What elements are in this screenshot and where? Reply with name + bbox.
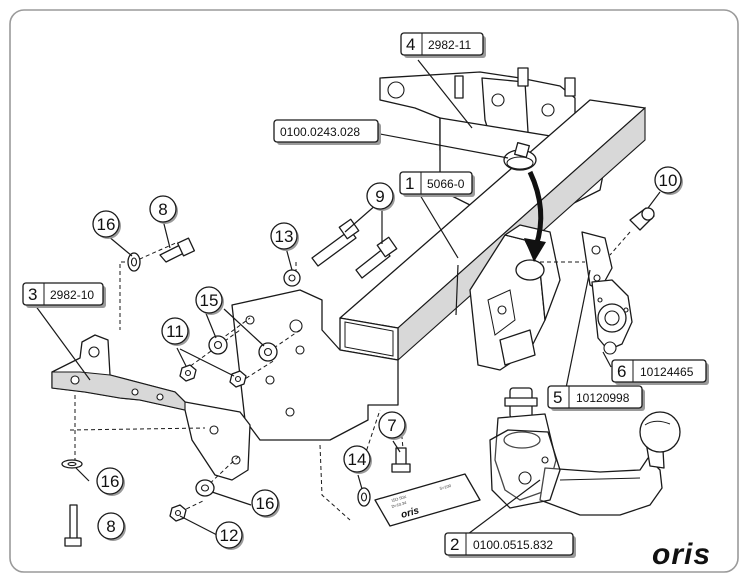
circle-7-label: 7: [387, 416, 396, 435]
circle-15-label: 15: [200, 291, 219, 310]
socket-bracket-part: [581, 231, 633, 355]
callout-6: 6 10124465: [611, 359, 709, 385]
id-plate: ISO 50X D=10.34 S=100 oris: [374, 473, 481, 527]
callout-1: 1 5066-0: [399, 171, 475, 197]
callout-4: 4 2982-11: [400, 32, 486, 58]
leader-lines: [34, 59, 661, 541]
callout-grommet-code: 0100.0243.028: [280, 125, 360, 139]
svg-text:S=100: S=100: [439, 483, 452, 491]
callout-3-code: 2982-10: [50, 288, 94, 302]
callout-5: 5 10120998: [547, 385, 645, 411]
towball-part: [489, 387, 681, 516]
callout-2: 2 0100.0515.832: [444, 532, 576, 558]
callout-6-code: 10124465: [640, 365, 694, 379]
circle-16-mid: 16: [251, 489, 280, 518]
callout-3-number: 3: [28, 285, 37, 304]
circle-16-left: 16: [96, 467, 125, 496]
circle-8-top: 8: [149, 195, 178, 224]
callout-5-number: 5: [553, 388, 562, 407]
callout-2-number: 2: [450, 535, 459, 554]
svg-text:D=10.34: D=10.34: [391, 500, 408, 509]
circle-10-label: 10: [659, 171, 678, 190]
circle-12-label: 12: [220, 526, 239, 545]
bracket-left-part: [51, 334, 251, 481]
circle-15: 15: [195, 286, 224, 315]
circle-13-label: 13: [275, 227, 294, 246]
curved-arrow-icon: [524, 170, 546, 262]
circle-16-mid-label: 16: [256, 494, 275, 513]
circle-14-label: 14: [348, 450, 367, 469]
callout-3: 3 2982-10: [22, 282, 106, 308]
circle-16-top-label: 16: [97, 215, 116, 234]
circle-8-bottom: 8: [97, 512, 126, 541]
circle-7: 7: [378, 411, 407, 440]
callout-4-code: 2982-11: [428, 38, 471, 52]
callout-5-code: 10120998: [576, 391, 630, 405]
crossbar-part: [231, 99, 646, 441]
circle-16-top: 16: [92, 210, 121, 239]
circle-16-left-label: 16: [101, 472, 120, 491]
circle-14: 14: [343, 445, 372, 474]
callout-1-code: 5066-0: [427, 177, 465, 191]
hardware-items: [61, 142, 655, 547]
callout-4-number: 4: [406, 35, 415, 54]
callout-2-code: 0100.0515.832: [473, 538, 553, 552]
circle-11-label: 11: [166, 322, 184, 341]
svg-text:ISO 50X: ISO 50X: [391, 494, 407, 503]
circle-8-top-label: 8: [158, 200, 167, 219]
circle-8-bottom-label: 8: [106, 517, 115, 536]
circle-9: 9: [366, 182, 395, 211]
circle-callouts: 8 16 9 13 10 15 11: [92, 166, 683, 550]
circle-13: 13: [270, 222, 299, 251]
callout-6-number: 6: [617, 362, 626, 381]
callout-1-number: 1: [405, 174, 414, 193]
plate-brand: oris: [400, 505, 421, 521]
circle-11: 11: [161, 317, 190, 346]
circle-10: 10: [654, 166, 683, 195]
callout-grommet: 0100.0243.028: [273, 119, 381, 145]
brand-logo: oris: [652, 538, 711, 571]
circle-9-label: 9: [375, 187, 384, 206]
circle-12: 12: [215, 521, 244, 550]
